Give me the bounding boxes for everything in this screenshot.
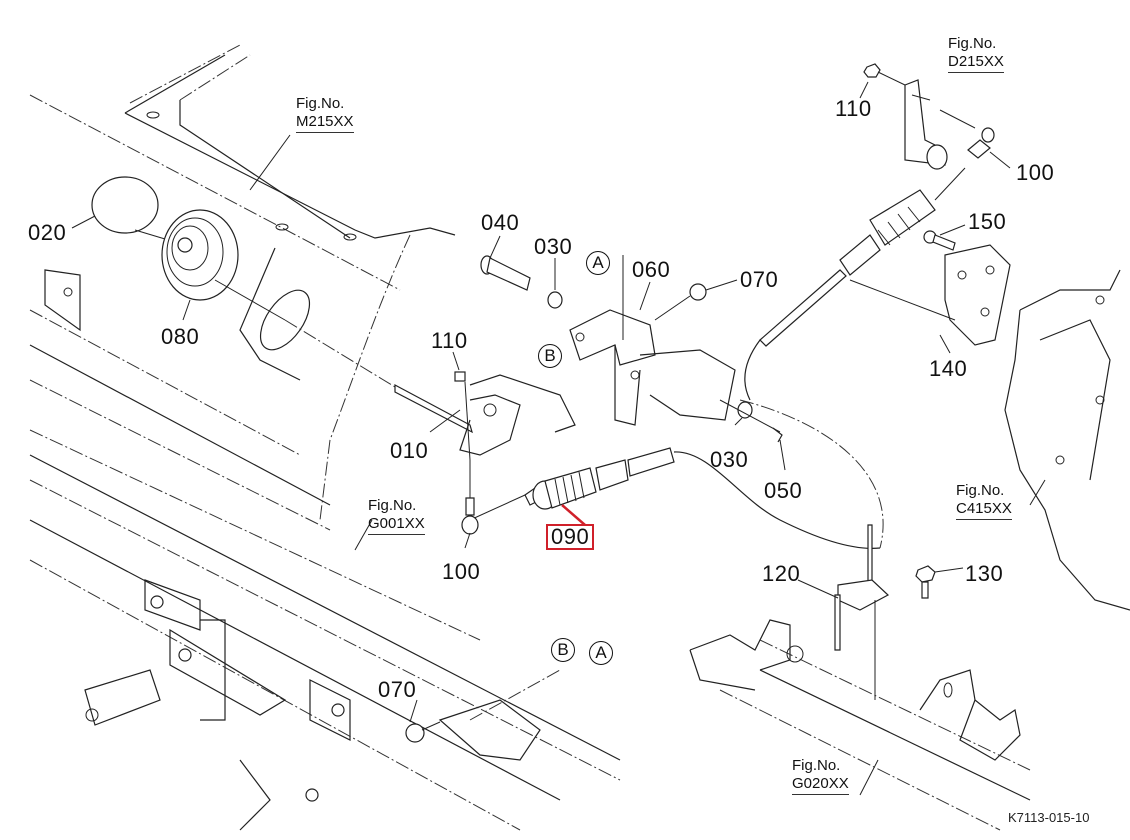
fig-ref-code: C415XX: [956, 500, 1012, 520]
drawing-number: K7113-015-10: [1008, 810, 1090, 825]
part-label-020[interactable]: 020: [28, 220, 67, 245]
fig-ref-code: D215XX: [948, 53, 1004, 73]
part-140-bracket: [849, 244, 1011, 346]
part-060-bracket: [569, 309, 736, 426]
part-label-100[interactable]: 100: [1016, 160, 1055, 185]
part-label-080[interactable]: 080: [161, 324, 200, 349]
fig-ref-m215[interactable]: Fig.No. M215XX: [296, 95, 354, 133]
fig-ref-prefix: Fig.No.: [948, 35, 997, 52]
fig-ref-c415[interactable]: Fig.No. C415XX: [956, 482, 1012, 520]
part-130-bolt: [915, 565, 936, 599]
highlight-leader-line: [561, 504, 586, 526]
part-label-110[interactable]: 110: [835, 96, 872, 121]
reference-marker-b: B: [538, 344, 562, 368]
part-030-washer: [719, 399, 783, 443]
part-label-140[interactable]: 140: [929, 356, 968, 381]
transmission-c415: [1004, 269, 1130, 611]
part-label-090-highlighted[interactable]: 090: [546, 524, 595, 550]
frame-g020: [689, 619, 1031, 831]
reference-marker-a: A: [586, 251, 610, 275]
part-010-lever: [394, 374, 576, 456]
part-070-bolt: [654, 283, 707, 321]
part-label-130[interactable]: 130: [965, 561, 1004, 586]
part-label-050[interactable]: 050: [764, 478, 803, 503]
reference-marker-a: A: [589, 641, 613, 665]
part-label-040[interactable]: 040: [481, 210, 520, 235]
part-070-bolt-lower: [405, 669, 561, 761]
arm-d215: [904, 79, 948, 170]
part-040-pin: [480, 255, 563, 309]
fig-ref-prefix: Fig.No.: [956, 482, 1005, 499]
fig-ref-d215[interactable]: Fig.No. D215XX: [948, 35, 1004, 73]
part-label-100[interactable]: 100: [442, 559, 481, 584]
leader-lines: [71, 81, 1046, 796]
part-120-stay: [834, 524, 890, 700]
part-110-nut: [454, 63, 906, 461]
fig-ref-prefix: Fig.No.: [296, 95, 345, 112]
part-label-110[interactable]: 110: [431, 328, 468, 353]
part-label-010[interactable]: 010: [390, 438, 429, 463]
reference-marker-b: B: [551, 638, 575, 662]
part-label-150[interactable]: 150: [968, 209, 1007, 234]
fig-ref-code: G001XX: [368, 515, 425, 535]
part-label-120[interactable]: 120: [762, 561, 801, 586]
fig-ref-g001[interactable]: Fig.No. G001XX: [368, 497, 425, 535]
part-label-070[interactable]: 070: [740, 267, 779, 292]
part-090-cable: [469, 167, 966, 549]
part-100-ball-joint: [461, 109, 995, 535]
part-label-060[interactable]: 060: [632, 257, 671, 282]
frame-g001: [29, 429, 621, 831]
part-label-030[interactable]: 030: [710, 447, 749, 472]
part-150-bolt: [923, 230, 956, 251]
fig-ref-prefix: Fig.No.: [792, 757, 841, 774]
part-080-boot: [161, 209, 401, 391]
part-label-030[interactable]: 030: [534, 234, 573, 259]
part-label-070[interactable]: 070: [378, 677, 417, 702]
fig-ref-prefix: Fig.No.: [368, 497, 417, 514]
fig-ref-code: M215XX: [296, 113, 354, 133]
fig-ref-g020[interactable]: Fig.No. G020XX: [792, 757, 849, 795]
fig-ref-code: G020XX: [792, 775, 849, 795]
